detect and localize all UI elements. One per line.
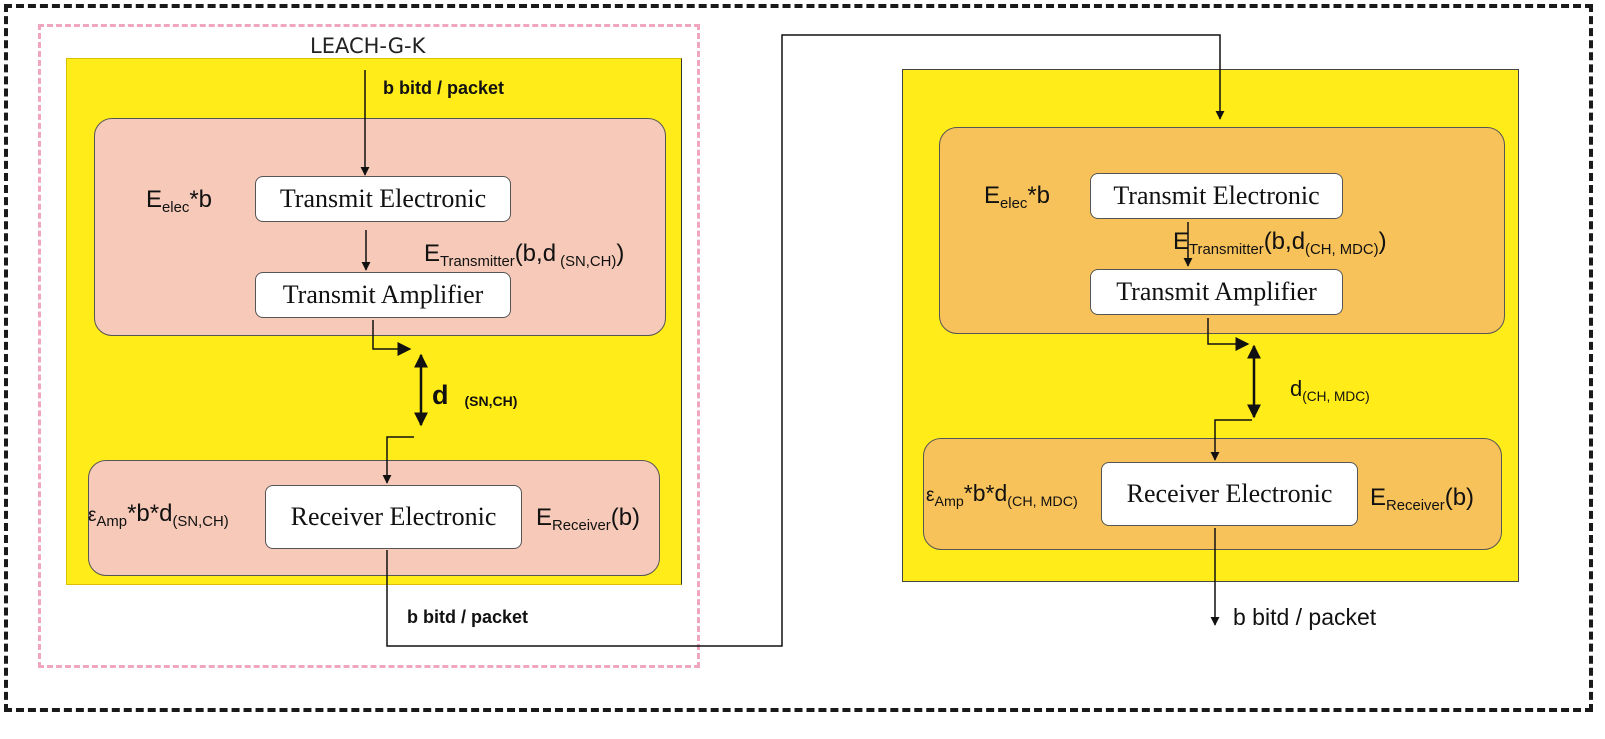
left-elec-energy-label: Eelec*b [146,186,212,217]
left-input-label: b bitd / packet [383,78,505,98]
leach-g-k-title: LEACH-G-K [310,34,426,58]
inter-node-wire [386,34,1225,647]
right-receiver-electronic-box: Receiver Electronic [1101,462,1358,526]
left-receiver-in-wire [382,436,414,484]
right-elec-energy-label: Eelec*b [984,182,1050,213]
left-transmit-electronic-box: Transmit Electronic [255,176,511,222]
left-receiver-box [88,460,660,576]
right-amp-out-wire [1207,318,1250,351]
right-output-label: b bitd / packet [1233,604,1377,630]
right-transmit-electronic-box: Transmit Electronic [1090,173,1343,219]
leach-g-k-boundary [38,24,700,668]
right-transmitter-energy-label: ETransmitter(b,d(CH, MDC)) [1173,228,1387,259]
left-receiver-energy-label: EReceiver(b) [536,504,641,535]
right-receiver-energy-label: EReceiver(b) [1370,484,1475,515]
right-transmit-amplifier-box: Transmit Amplifier [1090,269,1343,315]
right-amp-energy-label: εAmp*b*d(CH, MDC) [926,480,1078,510]
left-distance-label: d(SN,CH) [432,380,518,410]
left-output-label: b bitd / packet [407,607,529,627]
left-amp-energy-label: εAmp*b*d(SN,CH) [88,500,229,531]
left-transmitter-energy-label: ETransmitter(b,d (SN,CH)) [424,240,625,271]
left-amp-out-wire [372,320,412,356]
left-transmit-amplifier-box: Transmit Amplifier [255,272,511,318]
right-receiver-in-wire [1210,419,1252,461]
outer-dashed-frame [4,4,1593,712]
left-receiver-electronic-box: Receiver Electronic [265,485,522,549]
right-distance-label: d(CH, MDC) [1290,376,1370,404]
